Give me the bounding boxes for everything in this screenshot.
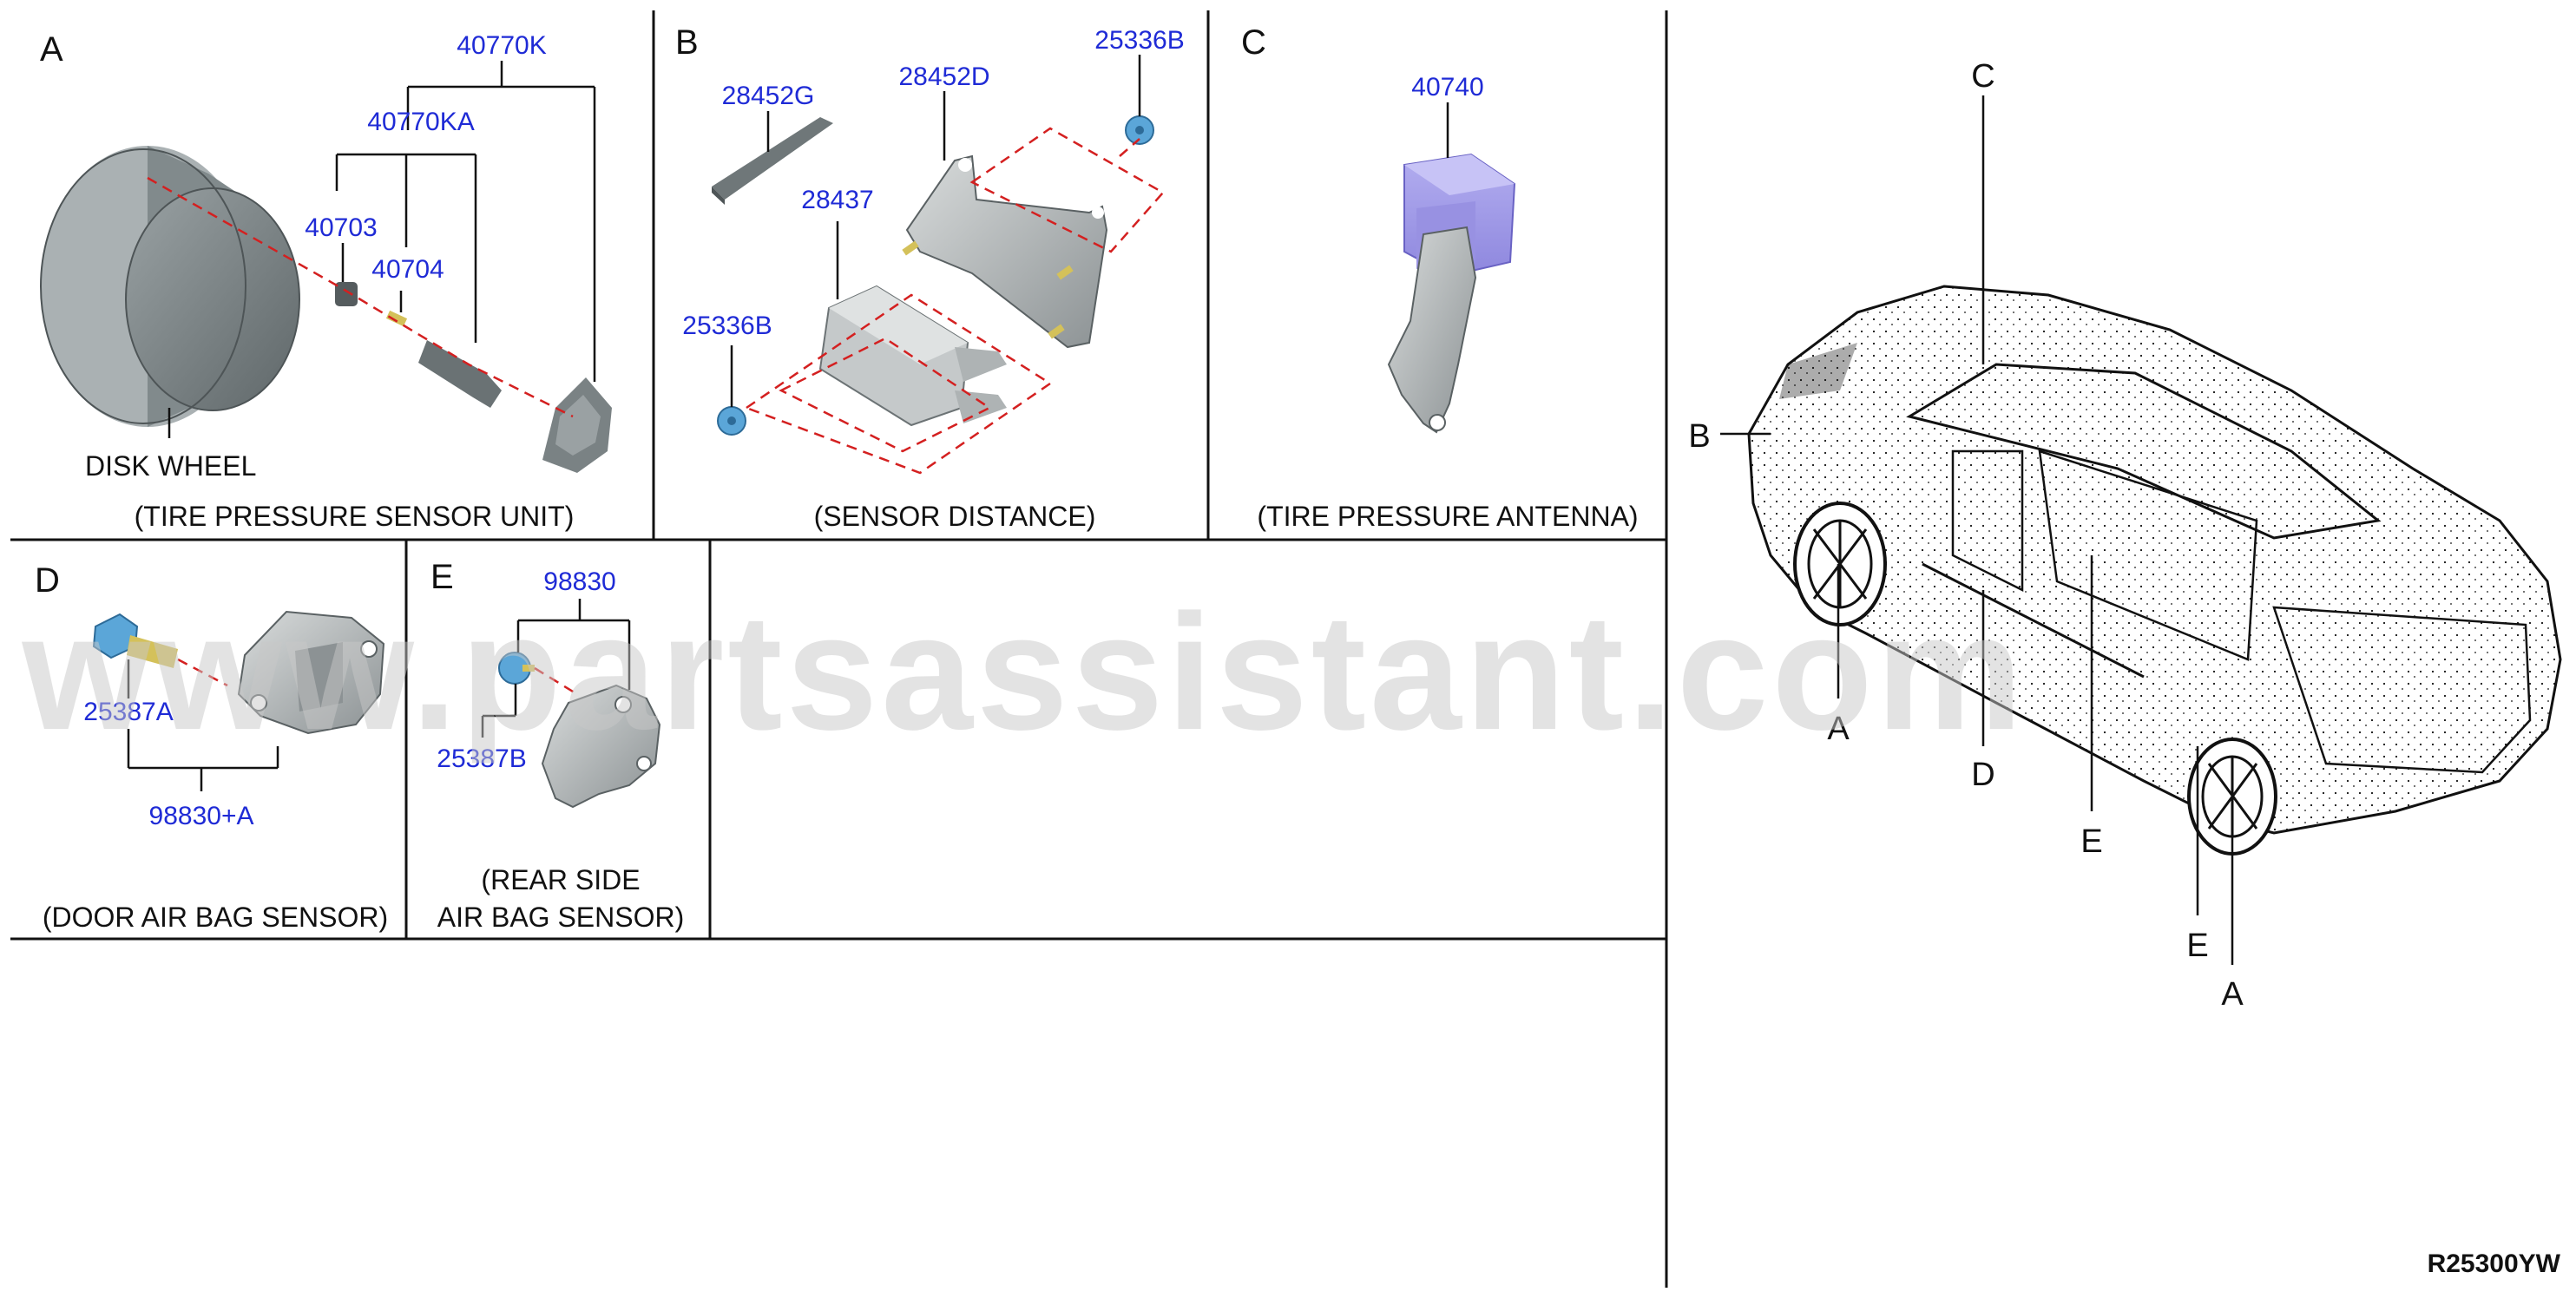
- part-25387b: 25387B: [437, 744, 526, 773]
- part-40703: 40703: [305, 213, 377, 242]
- vehicle-callout-b: B: [1688, 418, 1710, 455]
- section-e-letter: E: [430, 558, 454, 596]
- vehicle-callout-a-rear: A: [2221, 976, 2244, 1013]
- part-40740: 40740: [1411, 73, 1483, 102]
- tire-pressure-sensor-drawing: [542, 377, 612, 473]
- part-40770k: 40770K: [457, 31, 546, 60]
- distance-sensor-drawing: [818, 285, 1007, 427]
- part-98830: 98830: [543, 567, 615, 596]
- section-d: D 25387A 98830+A (DOOR AIR BAG SENSOR): [35, 561, 388, 933]
- section-a-caption: (TIRE PRESSURE SENSOR UNIT): [135, 501, 575, 532]
- section-d-letter: D: [35, 561, 60, 600]
- vehicle-callout-a-front: A: [1827, 711, 1850, 747]
- section-a: A DISK WHEEL: [40, 30, 612, 532]
- section-b: B: [675, 23, 1185, 532]
- front-wheel-drawing: [1793, 502, 1887, 626]
- sensor-strip-drawing: [712, 117, 833, 205]
- section-c-letter: C: [1241, 23, 1266, 62]
- reference-code: R25300YW: [2428, 1249, 2561, 1278]
- tire-pressure-antenna-drawing: [1387, 153, 1516, 434]
- vehicle-callout-e-rear: E: [2186, 928, 2208, 964]
- part-25387a: 25387A: [83, 698, 173, 726]
- door-air-bag-sensor-drawing: [237, 610, 385, 735]
- part-98830-plus-a: 98830+A: [149, 802, 254, 830]
- valve-core-drawing: [385, 310, 408, 327]
- nut-lower-drawing: [717, 406, 746, 436]
- part-28452d: 28452D: [898, 62, 989, 91]
- section-d-caption: (DOOR AIR BAG SENSOR): [43, 902, 388, 933]
- section-c: C 40740 (TIRE PRESSURE ANTENNA): [1241, 23, 1639, 532]
- part-25336b-lower: 25336B: [682, 312, 772, 340]
- rear-side-air-bag-sensor-drawing: [541, 684, 661, 809]
- part-25336b-upper: 25336B: [1094, 26, 1184, 55]
- section-b-caption: (SENSOR DISTANCE): [814, 501, 1096, 532]
- part-28437: 28437: [801, 186, 873, 214]
- valve-cap-drawing: [335, 282, 358, 306]
- screw-drawings: [902, 240, 1074, 339]
- mounting-bracket-drawing: [905, 154, 1108, 349]
- panel-grid: [10, 10, 1668, 1288]
- disk-wheel-label: DISK WHEEL: [85, 450, 256, 482]
- section-c-caption: (TIRE PRESSURE ANTENNA): [1257, 501, 1638, 532]
- watermark: www.partsassistant.com: [22, 580, 2027, 764]
- vehicle-callout-e-front: E: [2080, 823, 2102, 860]
- part-40770ka: 40770KA: [367, 108, 474, 136]
- section-e: E 98830 25387B (REAR SIDE AIR BAG SENSOR…: [430, 558, 684, 933]
- section-e-caption-line1: (REAR SIDE: [481, 864, 640, 895]
- vehicle-drawing: C B A D E E A: [1688, 58, 2562, 1013]
- section-a-letter: A: [40, 30, 63, 69]
- bolt-25387a-drawing: [92, 613, 178, 668]
- part-40704: 40704: [371, 255, 444, 284]
- vehicle-callout-c: C: [1971, 58, 1994, 95]
- vehicle-callout-d: D: [1971, 757, 1994, 793]
- disk-wheel-drawing: [40, 146, 300, 427]
- section-b-letter: B: [675, 23, 699, 62]
- bolt-25387b-drawing: [498, 652, 535, 685]
- valve-stem-drawing: [418, 340, 502, 408]
- nut-upper-drawing: [1125, 115, 1154, 145]
- part-28452g: 28452G: [722, 82, 815, 110]
- section-e-caption-line2: AIR BAG SENSOR): [437, 902, 685, 933]
